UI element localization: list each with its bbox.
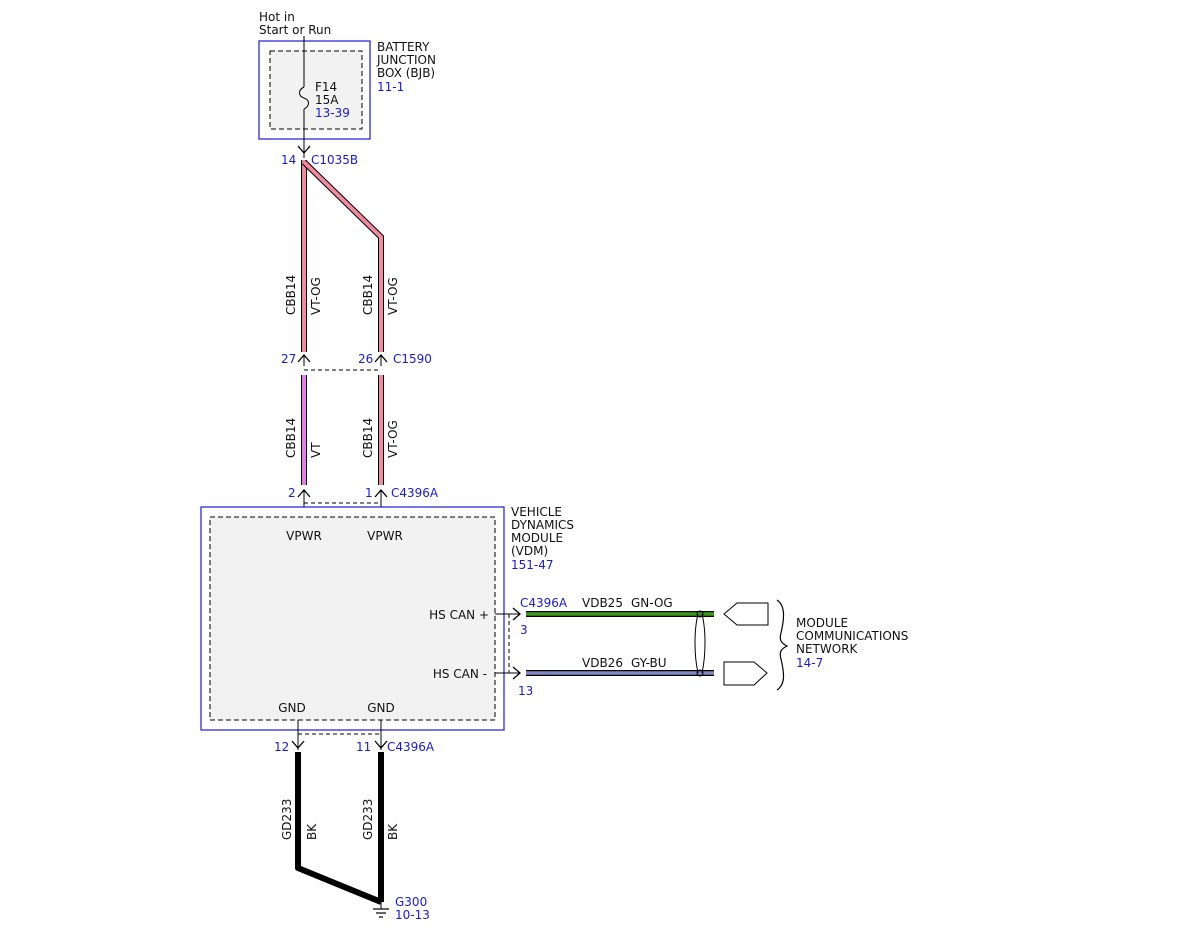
wire-circuit-label: VDB26 [582, 656, 623, 670]
vdm-pin-label: VPWR [367, 529, 403, 543]
connector-chevron-icon [512, 666, 521, 680]
wire-color-label: BK [386, 823, 400, 840]
battery-junction-box: BATTERY JUNCTION BOX (BJB) 11-1 [258, 40, 436, 140]
vdm-name: (VDM) [511, 544, 548, 558]
wire-can-high: VDB25 GN-OG [526, 596, 714, 617]
connector-chevron-icon [291, 740, 305, 749]
connector-chevron-icon [297, 145, 311, 154]
wire-gnd-right: GD233 BK [361, 752, 400, 902]
wire-lower-left: CBB14 VT [284, 375, 323, 485]
vdm-pin-label: VPWR [286, 529, 322, 543]
wire-circuit-label: VDB25 [582, 596, 623, 610]
connector-pin: 2 [288, 486, 296, 500]
wire-color-label: BK [305, 823, 319, 840]
wire-circuit-label: GD233 [361, 799, 375, 840]
connector-pin: 11 [356, 740, 371, 754]
wire-color-label: VT-OG [309, 277, 323, 315]
wire-upper-left: CBB14 VT-OG [284, 160, 323, 352]
vehicle-dynamics-module: VEHICLE DYNAMICS MODULE (VDM) 151-47 VPW… [200, 505, 574, 731]
connector-pin: 3 [520, 623, 528, 637]
connector-c1035b: 14 C1035B [281, 145, 358, 167]
vdm-ref[interactable]: 151-47 [511, 558, 554, 572]
ground-g300: G300 10-13 [373, 895, 430, 922]
vdm-pin-label: GND [367, 701, 395, 715]
vdm-pin-label: HS CAN + [429, 608, 489, 622]
connector-c1590: 27 26 C1590 [281, 352, 432, 371]
ground-icon [373, 908, 389, 918]
bjb-name: BATTERY [377, 40, 430, 54]
wire-color-label: VT-OG [386, 420, 400, 458]
wire-circuit-label: CBB14 [284, 275, 298, 315]
network-connector: MODULE COMMUNICATIONS NETWORK 14-7 [723, 599, 908, 691]
network-connector-shape [723, 602, 769, 626]
connector-pin: 13 [518, 684, 533, 698]
connector-c4396a-gnd: 12 11 C4396A [274, 720, 435, 754]
wire-circuit-label: CBB14 [361, 275, 375, 315]
network-name: MODULE [796, 616, 848, 630]
vdm-pin-label: HS CAN - [433, 667, 487, 681]
ground-ref[interactable]: 10-13 [395, 908, 430, 922]
bjb-name: JUNCTION [376, 53, 436, 67]
wire-color-label: GN-OG [631, 596, 673, 610]
fuse-ref[interactable]: 13-39 [315, 106, 350, 120]
connector-id[interactable]: C1035B [311, 153, 358, 167]
connector-id[interactable]: C1590 [393, 352, 432, 366]
wire-color-label: VT-OG [386, 277, 400, 315]
wire-can-low: VDB26 GY-BU [526, 656, 714, 676]
connector-pin: 14 [281, 153, 296, 167]
network-name: COMMUNICATIONS [796, 629, 908, 643]
connector-pin: 27 [281, 352, 296, 366]
fuse-id: F14 [315, 80, 337, 94]
wire-lower-right: CBB14 VT-OG [361, 375, 400, 485]
wire-color-label: VT [309, 442, 323, 458]
network-ref[interactable]: 14-7 [796, 656, 823, 670]
wire-color-label: GY-BU [631, 656, 667, 670]
fuse-f14: F14 15A 13-39 [299, 36, 350, 158]
connector-pin: 26 [358, 352, 373, 366]
connector-chevron-icon [512, 607, 521, 621]
connector-c4396a-can: C4396A 3 13 [495, 596, 568, 698]
network-connector-shape [723, 661, 768, 686]
wire-gnd-left: GD233 BK [280, 752, 383, 905]
ground-id[interactable]: G300 [395, 895, 427, 909]
connector-pin: 1 [365, 486, 373, 500]
twisted-pair-icon [694, 610, 706, 677]
fuse-icon [299, 86, 309, 110]
connector-c4396a-top: 2 1 C4396A [288, 486, 439, 518]
vdm-name: VEHICLE [511, 505, 562, 519]
connector-id[interactable]: C4396A [387, 740, 435, 754]
connector-id[interactable]: C4396A [520, 596, 568, 610]
wire-circuit-label: GD233 [280, 799, 294, 840]
bjb-name: BOX (BJB) [377, 66, 435, 80]
brace-icon [776, 599, 789, 691]
connector-pin: 12 [274, 740, 289, 754]
power-source-label: Start or Run [259, 23, 331, 37]
vdm-name: DYNAMICS [511, 518, 574, 532]
vdm-name: MODULE [511, 531, 563, 545]
vdm-pin-label: GND [278, 701, 306, 715]
power-source-label: Hot in [259, 10, 295, 24]
connector-chevron-icon [374, 740, 388, 749]
wire-circuit-label: CBB14 [284, 418, 298, 458]
wire-upper-right: CBB14 VT-OG [301, 159, 400, 352]
bjb-ref[interactable]: 11-1 [377, 80, 404, 94]
fuse-rating: 15A [315, 93, 339, 107]
connector-id[interactable]: C4396A [391, 486, 439, 500]
network-name: NETWORK [796, 642, 859, 656]
wire-circuit-label: CBB14 [361, 418, 375, 458]
